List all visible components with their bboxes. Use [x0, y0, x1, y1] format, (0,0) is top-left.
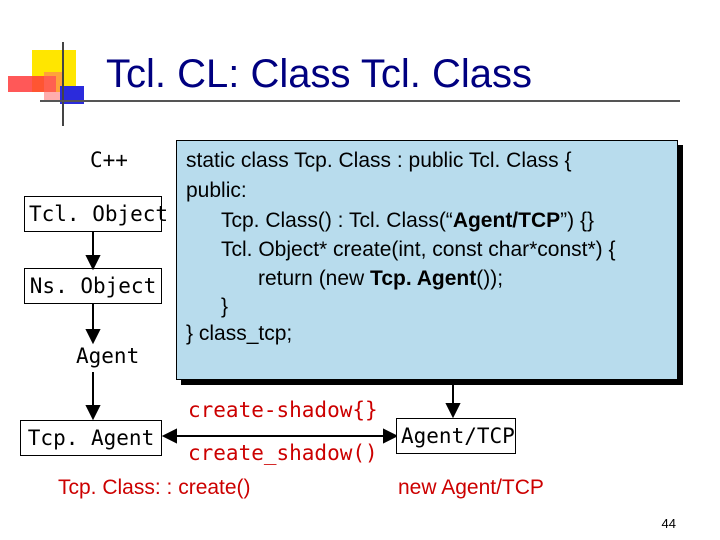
arrowhead-down-3: [87, 406, 99, 418]
code-line-1: static class Tcp. Class : public Tcl. Cl…: [186, 149, 572, 173]
code-line-3-pre: Tcp. Class() : Tcl. Class(“: [221, 209, 453, 232]
code-line-3-bold: Agent/TCP: [453, 209, 560, 232]
arrowhead-down-1: [87, 256, 99, 268]
arrowhead-right: [384, 430, 396, 442]
arrowhead-left: [164, 430, 176, 442]
arrowhead-down-2: [87, 330, 99, 342]
code-line-5: return (new Tcp. Agent());: [258, 267, 503, 291]
code-line-3-post: ”) {}: [560, 209, 594, 232]
create-shadow-cpp-label: create_shadow(): [188, 441, 378, 465]
code-line-6: }: [221, 295, 228, 319]
code-line-5-bold: Tcp. Agent: [370, 267, 476, 290]
page-number: 44: [662, 516, 676, 531]
tcpclass-create-label: Tcp. Class: : create(): [58, 476, 251, 500]
code-line-5-pre: return (new: [258, 267, 370, 290]
code-line-7: } class_tcp;: [186, 322, 292, 346]
code-line-3: Tcp. Class() : Tcl. Class(“Agent/TCP”) {…: [221, 209, 594, 233]
code-line-2: public:: [186, 179, 247, 203]
new-agent-tcp-label: new Agent/TCP: [398, 476, 544, 500]
create-shadow-tcl-label: create-shadow{}: [188, 398, 378, 422]
code-line-5-post: ());: [476, 267, 503, 290]
arrowhead-down-4: [447, 404, 459, 416]
agent-tcp-box: Agent/TCP: [396, 418, 516, 454]
code-line-4: Tcl. Object* create(int, const char*cons…: [221, 238, 616, 262]
